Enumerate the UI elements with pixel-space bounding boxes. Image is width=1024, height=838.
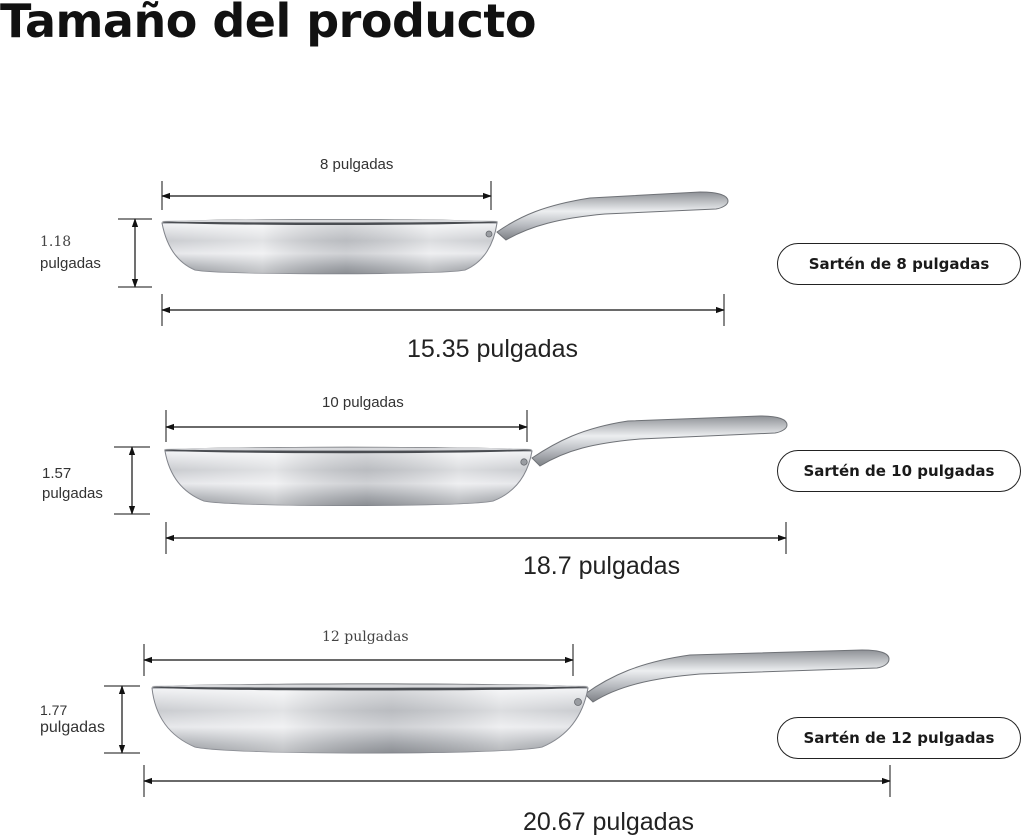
pan-10-height-value: 1.57 xyxy=(42,465,72,482)
pan-10-size-badge: Sartén de 10 pulgadas xyxy=(777,450,1021,492)
pan-10-illustration xyxy=(164,415,788,506)
pan-12-diameter-label: 12 pulgadas xyxy=(322,629,409,645)
pan-10-height-unit: pulgadas xyxy=(42,485,103,502)
pan-12-illustration xyxy=(151,649,890,754)
pan-8-diameter-label: 8 pulgadas xyxy=(320,156,394,173)
pan-8-size-badge: Sartén de 8 pulgadas xyxy=(777,243,1021,285)
pan-12-group xyxy=(104,644,891,797)
pan-8-illustration xyxy=(161,191,729,275)
pan-8-group xyxy=(118,181,729,326)
pan-10-group xyxy=(114,410,788,554)
pan-10-diameter-label: 10 pulgadas xyxy=(322,394,404,411)
page-title: Tamaño del producto xyxy=(0,0,537,48)
pan-12-height-unit: pulgadas xyxy=(40,719,105,736)
pan-12-height-value: 1.77 xyxy=(40,702,68,718)
pan-8-height-value: 1.18 xyxy=(40,234,72,250)
pan-10-length-label: 18.7 pulgadas xyxy=(523,552,681,580)
pan-12-size-badge: Sartén de 12 pulgadas xyxy=(777,717,1021,759)
pan-8-length-label: 15.35 pulgadas xyxy=(407,335,578,363)
pan-12-length-label: 20.67 pulgadas xyxy=(523,808,694,836)
pan-8-height-unit: pulgadas xyxy=(40,255,101,272)
